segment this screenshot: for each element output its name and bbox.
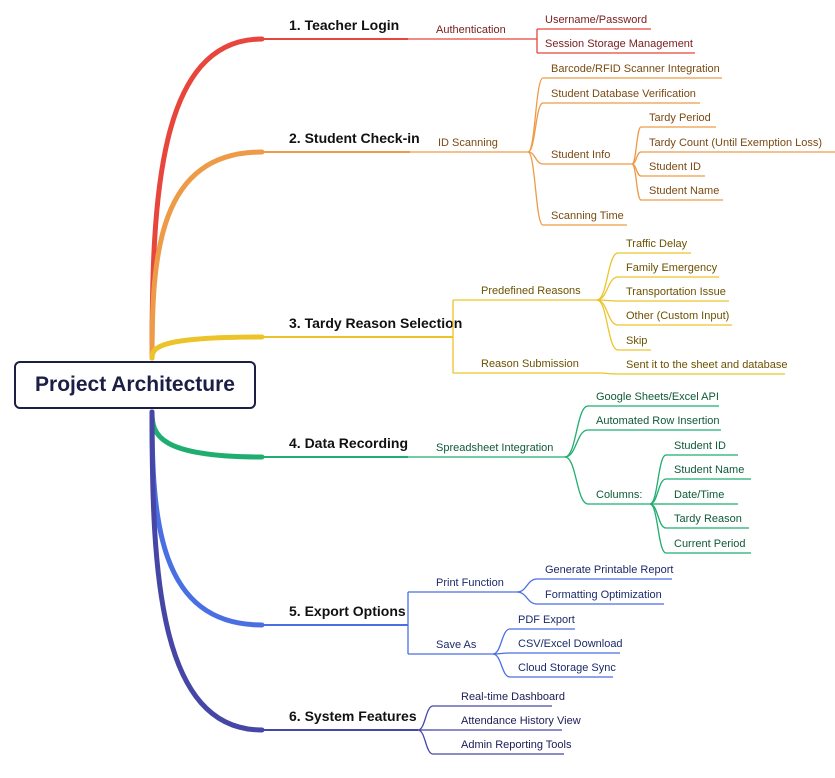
node-transportation-issue[interactable]: Transportation Issue: [626, 286, 726, 298]
node-date-time[interactable]: Date/Time: [674, 489, 724, 501]
node-connector: [527, 102, 544, 153]
node-predefined-reasons[interactable]: Predefined Reasons: [481, 285, 581, 297]
node-real-time-dashboard[interactable]: Real-time Dashboard: [461, 691, 565, 703]
node-traffic-delay[interactable]: Traffic Delay: [626, 238, 688, 250]
node-connector: [564, 429, 589, 458]
branch-6-system-features: 6. System Features Real-time DashboardAtt…: [149, 409, 581, 755]
node-connector: [649, 503, 667, 529]
node-attendance-history-view[interactable]: Attendance History View: [461, 715, 581, 727]
node-tardy-count-until-exemption-loss[interactable]: Tardy Count (Until Exemption Loss): [649, 137, 822, 149]
node-csv-excel-download[interactable]: CSV/Excel Download: [518, 638, 623, 650]
node-session-storage-management[interactable]: Session Storage Management: [545, 38, 693, 50]
node-other-custom-input[interactable]: Other (Custom Input): [626, 310, 729, 322]
node-google-sheets-excel-api[interactable]: Google Sheets/Excel API: [596, 391, 719, 403]
branch-1-teacher-login: 1. Teacher Login Authentication Username/P…: [149, 14, 695, 361]
node-print-function[interactable]: Print Function: [436, 577, 504, 589]
node-columns[interactable]: Columns:: [596, 489, 642, 501]
node-barcode-rfid-scanner-integration[interactable]: Barcode/RFID Scanner Integration: [551, 63, 720, 75]
node-connector: [649, 503, 667, 554]
node-connector: [596, 372, 619, 375]
node-connector: [492, 653, 511, 678]
node-reason-submission[interactable]: Reason Submission: [481, 358, 579, 370]
node-spreadsheet-integration[interactable]: Spreadsheet Integration: [436, 442, 553, 454]
trunk-connector: [149, 36, 265, 361]
node-connector: [516, 578, 538, 593]
node-connector: [564, 456, 589, 505]
node-automated-row-insertion[interactable]: Automated Row Insertion: [596, 415, 720, 427]
node-username-password[interactable]: Username/Password: [545, 14, 647, 26]
node-pdf-export[interactable]: PDF Export: [518, 614, 575, 626]
node-connector: [417, 729, 434, 755]
branch-title[interactable]: 2. Student Check-in: [289, 130, 420, 146]
node-connector: [596, 299, 619, 351]
node-cloud-storage-sync[interactable]: Cloud Storage Sync: [518, 662, 616, 674]
node-student-database-verification[interactable]: Student Database Verification: [551, 88, 696, 100]
trunk-connector: [149, 334, 265, 361]
node-family-emergency[interactable]: Family Emergency: [626, 262, 718, 274]
branch-2-student-check-in: 2. Student Check-in ID Scanning Barcode/RF…: [149, 63, 835, 361]
node-admin-reporting-tools[interactable]: Admin Reporting Tools: [461, 739, 572, 751]
node-connector: [527, 151, 544, 226]
node-save-as[interactable]: Save As: [436, 639, 477, 651]
branch-4-data-recording: 4. Data Recording Spreadsheet Integration…: [149, 391, 751, 554]
branch-title[interactable]: 3. Tardy Reason Selection: [289, 315, 462, 331]
node-authentication[interactable]: Authentication: [436, 24, 506, 36]
node-student-id[interactable]: Student ID: [649, 161, 701, 173]
node-connector: [527, 77, 544, 153]
root-node[interactable]: Project Architecture: [14, 361, 256, 409]
branch-title[interactable]: 6. System Features: [289, 708, 417, 724]
node-student-name[interactable]: Student Name: [649, 185, 719, 197]
node-student-info[interactable]: Student Info: [551, 149, 610, 161]
node-generate-printable-report[interactable]: Generate Printable Report: [545, 564, 673, 576]
node-id-scanning[interactable]: ID Scanning: [438, 137, 498, 149]
node-connector: [649, 478, 667, 505]
node-connector: [492, 628, 511, 655]
trunk-connector: [149, 149, 265, 361]
node-student-name[interactable]: Student Name: [674, 464, 744, 476]
node-skip[interactable]: Skip: [626, 335, 647, 347]
trunk-connector: [149, 409, 265, 460]
node-connector: [564, 405, 589, 458]
node-connector: [596, 276, 619, 301]
branch-5-export-options: 5. Export Options Print Function Generate …: [149, 409, 673, 678]
branch-title[interactable]: 4. Data Recording: [289, 435, 408, 451]
node-connector: [596, 252, 619, 301]
node-current-period[interactable]: Current Period: [674, 538, 746, 550]
branch-title[interactable]: 5. Export Options: [289, 603, 406, 619]
branch-title[interactable]: 1. Teacher Login: [289, 17, 399, 33]
node-connector: [596, 299, 619, 326]
branch-3-tardy-reason-selection: 3. Tardy Reason Selection Predefined Reas…: [149, 238, 787, 375]
node-connector: [516, 591, 538, 605]
node-sent-it-to-the-sheet-and-database[interactable]: Sent it to the sheet and database: [626, 359, 787, 371]
node-scanning-time[interactable]: Scanning Time: [551, 210, 624, 222]
node-formatting-optimization[interactable]: Formatting Optimization: [545, 589, 662, 601]
node-connector: [631, 163, 642, 201]
node-connector: [417, 705, 434, 731]
node-tardy-reason[interactable]: Tardy Reason: [674, 513, 742, 525]
trunk-connector: [149, 409, 265, 733]
node-student-id[interactable]: Student ID: [674, 440, 726, 452]
node-tardy-period[interactable]: Tardy Period: [649, 112, 711, 124]
